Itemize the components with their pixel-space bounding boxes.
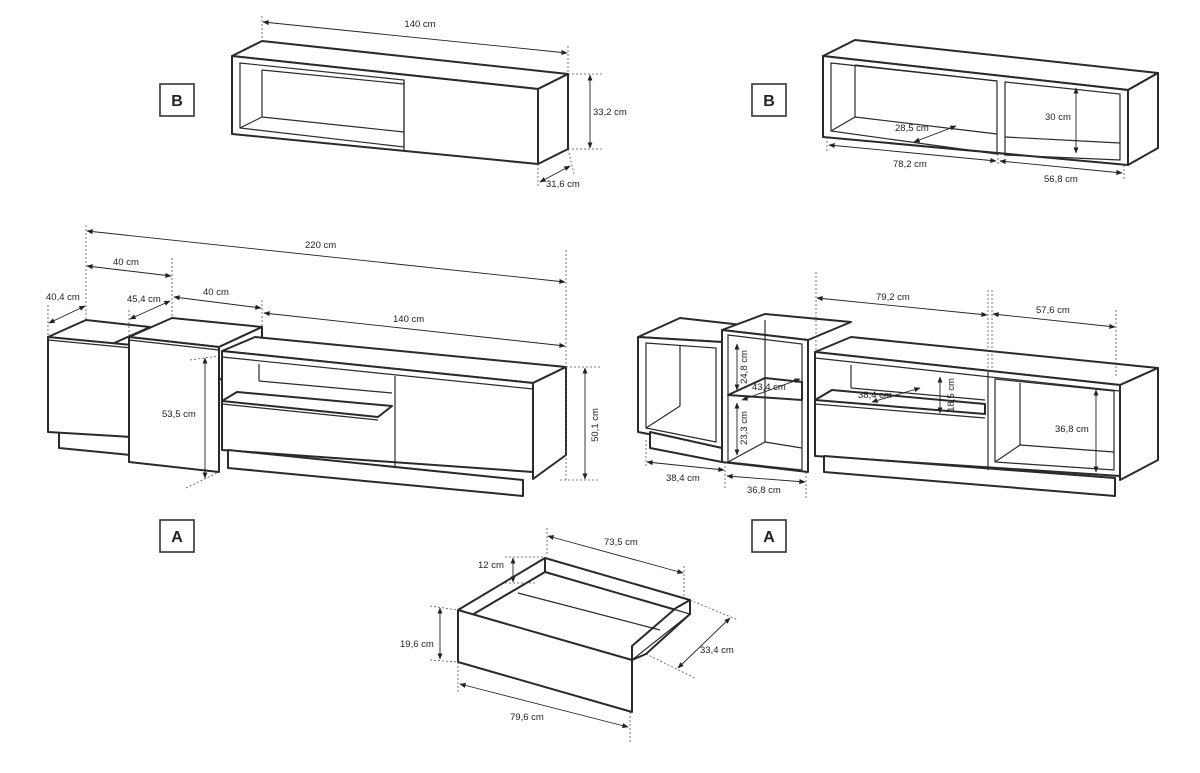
dim-cab2-height: 53,5 cm [162,409,196,420]
dim-shelf-height: 33,2 cm [593,107,627,118]
dim-front-width: 79,6 cm [510,712,544,723]
dim-drawer-depth: 38,4 cm [858,390,892,401]
wall-shelf-back-drawing [822,39,1159,166]
dim-inner-height: 30 cm [1045,112,1071,123]
dim-total-width: 220 cm [305,240,336,251]
dim-cab2-depth: 45,4 cm [127,294,161,305]
dim-cab1-depth: 40,4 cm [46,292,80,303]
dim-drawer-depth: 33,4 cm [700,645,734,656]
dim-right-width: 56,8 cm [1044,174,1078,185]
tv-unit-front-dims: 220 cm 40 cm 40,4 cm 45,4 cm 40 cm 140 c… [46,225,601,489]
dim-lower-gap: 23,3 cm [739,411,750,445]
dim-right-height: 36,8 cm [1055,424,1089,435]
dim-cab2-width: 40 cm [203,287,229,298]
dim-main-height: 50,1 cm [590,408,601,442]
drawer-drawing [457,557,692,713]
tv-unit-back-dims: 79,2 cm 57,6 cm 24,8 cm 43,4 cm 23,3 cm … [645,272,1117,498]
tv-unit-back-drawing [637,313,1159,497]
svg-text:B: B [763,93,775,110]
dim-left-width: 38,4 cm [666,473,700,484]
svg-text:A: A [171,529,183,546]
dim-shelf-depth: 31,6 cm [546,179,580,190]
dim-right-width: 57,6 cm [1036,305,1070,316]
shelf-front-dims: 140 cm 33,2 cm 31,6 cm [261,16,627,190]
wall-shelf-front-drawing [231,40,569,165]
tv-unit-front-drawing [47,317,567,497]
dim-inner-width: 73,5 cm [604,537,638,548]
dim-drawer-height: 18,5 cm [946,378,957,412]
dim-shelf-depth: 43,4 cm [752,382,786,393]
label-b-left: B [159,83,195,117]
dim-shelf-width: 140 cm [404,19,435,30]
label-a-right: A [751,519,787,553]
dim-cab1-width: 40 cm [113,257,139,268]
dim-mid-width: 36,8 cm [747,485,781,496]
dim-inner-depth: 28,5 cm [895,123,929,134]
label-b-right: B [751,83,787,117]
dim-side-height: 12 cm [478,560,504,571]
label-a-left: A [159,519,195,553]
dim-main-width: 140 cm [393,314,424,325]
dim-front-height: 19,6 cm [400,639,434,650]
dim-drawer-width: 79,2 cm [876,292,910,303]
shelf-back-dims: 28,5 cm 30 cm 78,2 cm 56,8 cm [826,87,1125,185]
dim-upper-gap: 24,8 cm [739,350,750,384]
svg-text:B: B [171,93,183,110]
svg-text:A: A [763,529,775,546]
dim-left-width: 78,2 cm [893,159,927,170]
drawer-dims: 73,5 cm 12 cm 19,6 cm 33,4 cm 79,6 cm [400,528,739,742]
